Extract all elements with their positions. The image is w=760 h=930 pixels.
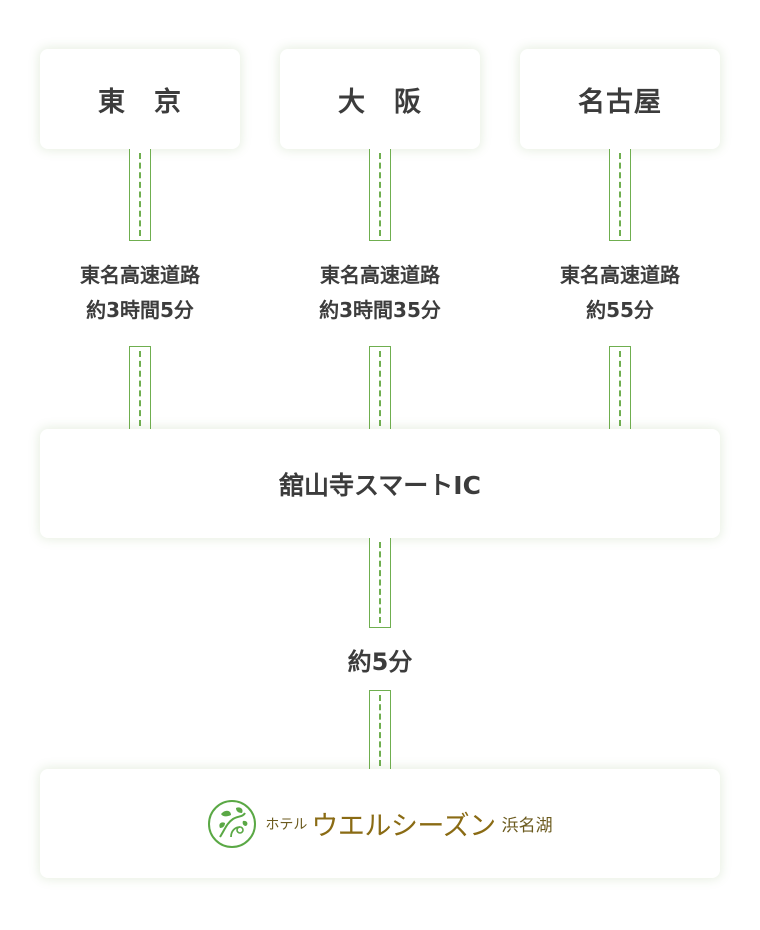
hotel-suffix: 浜名湖	[501, 816, 553, 836]
origin-tokyo-box: 東 京	[40, 49, 240, 149]
road-ic-upper	[369, 538, 391, 628]
final-leg-duration: 約5分	[347, 648, 413, 676]
origin-tokyo-label: 東 京	[98, 86, 182, 118]
origin-osaka-label: 大 阪	[338, 86, 422, 118]
road-osaka-lower	[369, 346, 391, 430]
road-nagoya-upper	[609, 149, 631, 241]
origin-nagoya-label: 名古屋	[578, 86, 662, 118]
route-duration-nagoya: 約55分	[586, 298, 654, 322]
route-name-osaka: 東名高速道路	[320, 263, 440, 287]
interchange-label: 舘山寺スマートIC	[279, 470, 481, 500]
road-ic-lower	[369, 690, 391, 770]
route-label-osaka: 東名高速道路 約3時間35分	[280, 258, 480, 328]
route-label-tokyo: 東名高速道路 約3時間5分	[40, 258, 240, 328]
leaf-vine-circle-icon	[208, 799, 257, 848]
road-tokyo-upper	[129, 149, 151, 241]
destination-box: ホテル ウエルシーズン 浜名湖	[40, 769, 720, 878]
route-duration-tokyo: 約3時間5分	[86, 298, 194, 322]
road-osaka-upper	[369, 149, 391, 241]
route-name-tokyo: 東名高速道路	[80, 263, 200, 287]
route-name-nagoya: 東名高速道路	[560, 263, 680, 287]
road-nagoya-lower	[609, 346, 631, 430]
interchange-box: 舘山寺スマートIC	[40, 429, 720, 538]
hotel-logo: ホテル ウエルシーズン 浜名湖	[207, 799, 553, 849]
road-tokyo-lower	[129, 346, 151, 430]
origin-osaka-box: 大 阪	[280, 49, 480, 149]
hotel-prefix: ホテル	[265, 816, 308, 833]
route-duration-osaka: 約3時間35分	[319, 298, 441, 322]
origin-nagoya-box: 名古屋	[520, 49, 720, 149]
hotel-name: ウエルシーズン	[311, 811, 496, 842]
route-label-nagoya: 東名高速道路 約55分	[520, 258, 720, 328]
